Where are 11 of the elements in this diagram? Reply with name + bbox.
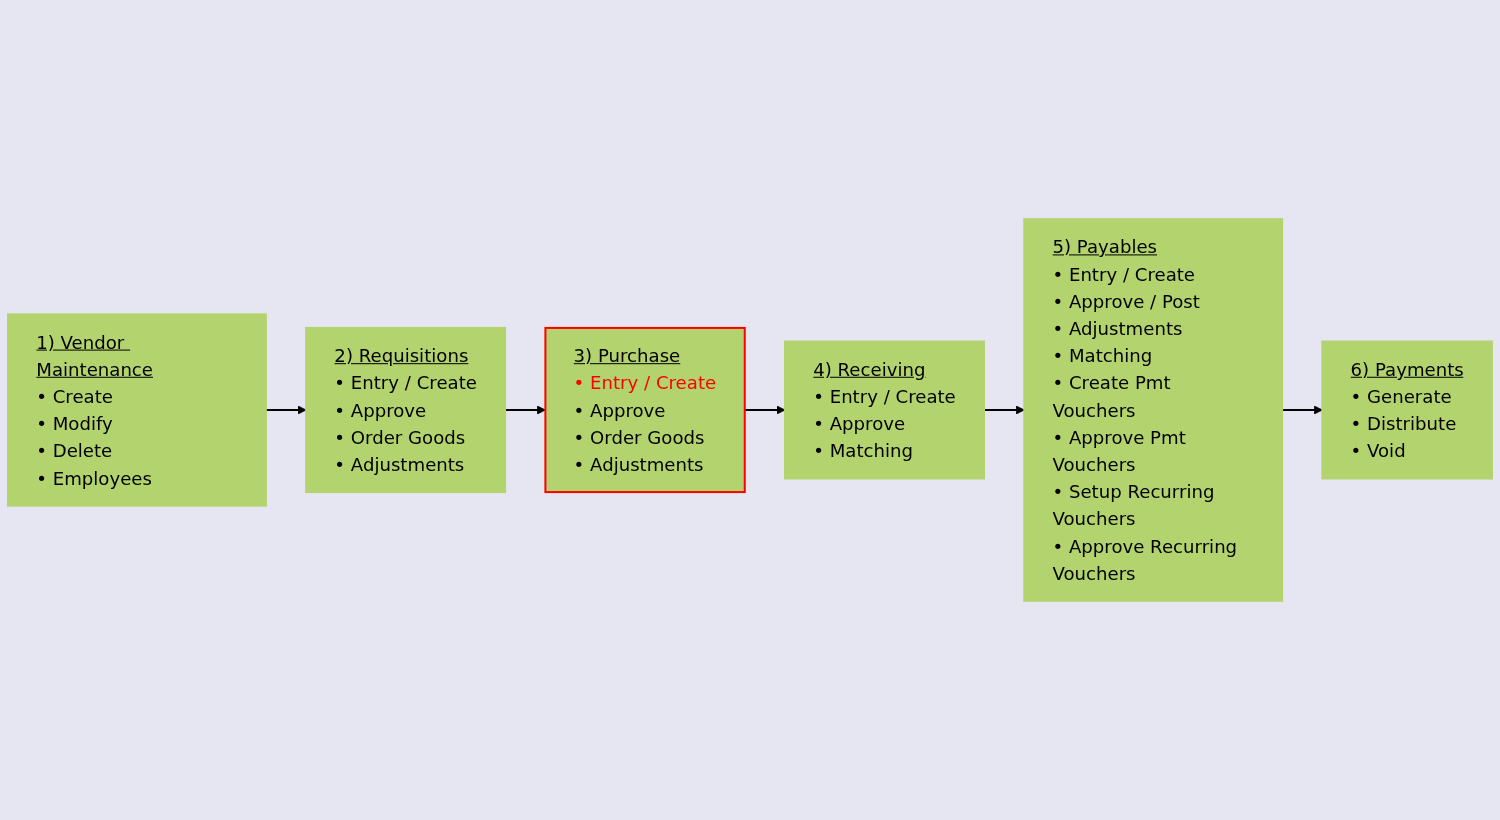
- node-box: 4) Receiving • Entry / Create • Approve • Matching: [784, 340, 985, 480]
- node-box: 2) Requisitions • Entry / Create • Approve • Order Goods • Adjustments: [305, 326, 507, 494]
- arrow: [265, 405, 307, 415]
- node-box: 6) Payments • Generate • Distribute • Void: [1321, 340, 1493, 480]
- arrow: [984, 405, 1025, 415]
- node-box: 5) Payables • Entry / Create • Approve / Post • Adjustments • Matching • Create Pmt Vouchers • Approve Pmt Vouchers • Setup Recurring Vouchers • Approve Recurring Vouchers: [1023, 218, 1284, 602]
- node-box: 1) Vendor Maintenance • Create • Modify • Delete • Employees: [7, 313, 267, 507]
- arrow: [744, 405, 786, 415]
- arrow: [505, 405, 546, 415]
- node-box: 3) Purchase • Entry / Create • Approve • Order Goods • Adjustments: [544, 326, 746, 494]
- arrow: [1282, 405, 1323, 415]
